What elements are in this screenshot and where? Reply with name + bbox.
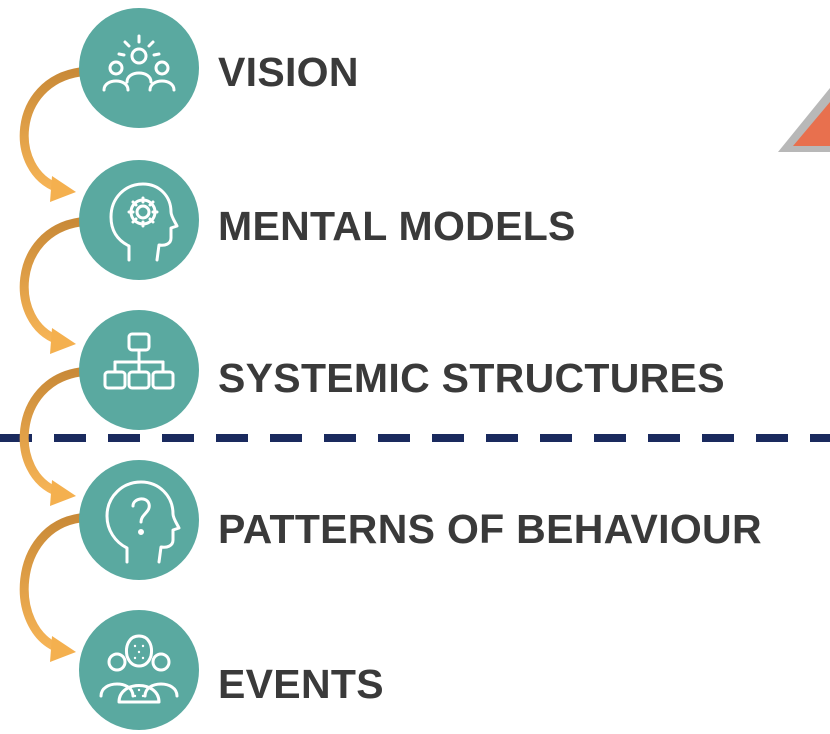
level-label-systemic-structures: SYSTEMIC STRUCTURES [218, 355, 725, 401]
level-circle-vision [79, 8, 199, 128]
level-label-events: EVENTS [218, 661, 384, 707]
level-circle-events [79, 610, 199, 730]
hierarchy-icon [103, 332, 175, 390]
arrow-4 [19, 513, 85, 653]
level-circle-mental-models [79, 160, 199, 280]
arrow-2 [19, 217, 85, 345]
arrow-1 [19, 67, 85, 193]
arrowhead-1 [50, 176, 76, 202]
level-label-patterns-of-behaviour: PATTERNS OF BEHAVIOUR [218, 506, 762, 552]
arrowhead-3 [50, 480, 76, 506]
crowd-icon [99, 634, 179, 704]
connector-arrows [19, 67, 85, 653]
people-lightbulb-icon [102, 34, 176, 92]
arrow-3 [19, 367, 85, 497]
level-label-mental-models: MENTAL MODELS [218, 203, 576, 249]
level-label-vision: VISION [218, 49, 359, 95]
head-gear-icon [109, 182, 179, 262]
head-question-icon [105, 480, 181, 564]
triangle-shape [778, 88, 830, 152]
arrow-heads [50, 176, 76, 662]
arrowhead-4 [50, 636, 76, 662]
arrowhead-2 [50, 328, 76, 354]
level-circle-systemic-structures [79, 310, 199, 430]
level-circle-patterns-of-behaviour [79, 460, 199, 580]
